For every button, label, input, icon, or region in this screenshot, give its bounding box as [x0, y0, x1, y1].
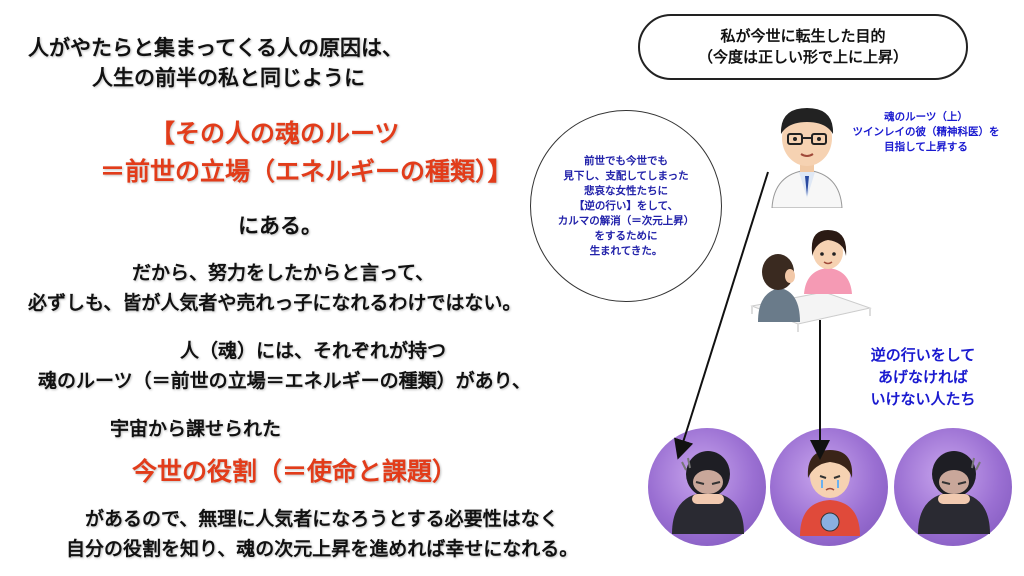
circle-line: カルマの解消（＝次元上昇） — [557, 214, 695, 227]
root-note-line: 目指して上昇する — [884, 141, 968, 153]
sad-woman-icon — [672, 451, 744, 534]
root-note-line: 魂のルーツ（上） — [884, 111, 968, 123]
dakara-line-2: 必ずしも、皆が人気者や売れっ子になれるわけではない。 — [28, 292, 522, 314]
conclusion-line-2: 自分の役割を知り、魂の次元上昇を進めれば幸せになれる。 — [66, 538, 579, 560]
purpose-line-1: 私が今世に転生した目的 — [720, 27, 886, 45]
arrow-icon — [674, 171, 769, 460]
sad-woman-icon — [918, 451, 990, 534]
must-help-text: 逆の行いをして あげなければ いけない人たち — [848, 344, 998, 410]
hito-line-1: 人（魂）には、それぞれが持つ — [180, 340, 447, 362]
doctor-icon — [771, 108, 843, 208]
circle-line: 悲哀な女性たちに — [584, 184, 668, 197]
purpose-bubble: 私が今世に転生した目的 （今度は正しい形で上に上昇） — [638, 14, 968, 80]
soul-root-note: 魂のルーツ（上） ツインレイの彼（精神科医）を 目指して上昇する — [842, 110, 1010, 155]
purpose-line-2: （今度は正しい形で上に上昇） — [697, 48, 908, 66]
circle-line: をするために — [594, 229, 658, 242]
circle-line: 【逆の行い】をして、 — [573, 199, 679, 212]
circle-line: 見下し、支配してしまった — [563, 169, 689, 182]
conclusion-line-1: があるので、無理に人気者になろうとする必要性はなく — [85, 508, 559, 530]
soul-root-line-2: ＝前世の立場（エネルギーの種類）】 — [100, 157, 513, 186]
circle-line: 前世でも今世でも — [584, 154, 668, 167]
niaru-text: にある。 — [238, 213, 322, 238]
intro-line-1: 人がやたらと集まってくる人の原因は、 — [28, 35, 404, 60]
root-note-line: ツインレイの彼（精神科医）を — [852, 126, 1000, 138]
role-heading: 今世の役割（＝使命と課題） — [132, 457, 458, 486]
karma-circle: 前世でも今世でも 見下し、支配してしまった 悲哀な女性たちに 【逆の行い】をして… — [530, 110, 722, 302]
counseling-icon — [750, 230, 872, 332]
must-line: いけない人たち — [870, 390, 976, 408]
circle-line: 生まれてきた。 — [589, 244, 663, 257]
must-line: 逆の行いをして — [870, 346, 976, 364]
uchu-text: 宇宙から課せられた — [110, 418, 282, 440]
soul-root-line-1: 【その人の魂のルーツ — [150, 119, 400, 148]
dakara-line-1: だから、努力をしたからと言って、 — [132, 262, 435, 284]
must-line: あげなければ — [877, 368, 968, 386]
hito-line-2: 魂のルーツ（＝前世の立場＝エネルギーの種類）があり、 — [38, 370, 531, 392]
intro-line-2: 人生の前半の私と同じように — [92, 65, 365, 90]
